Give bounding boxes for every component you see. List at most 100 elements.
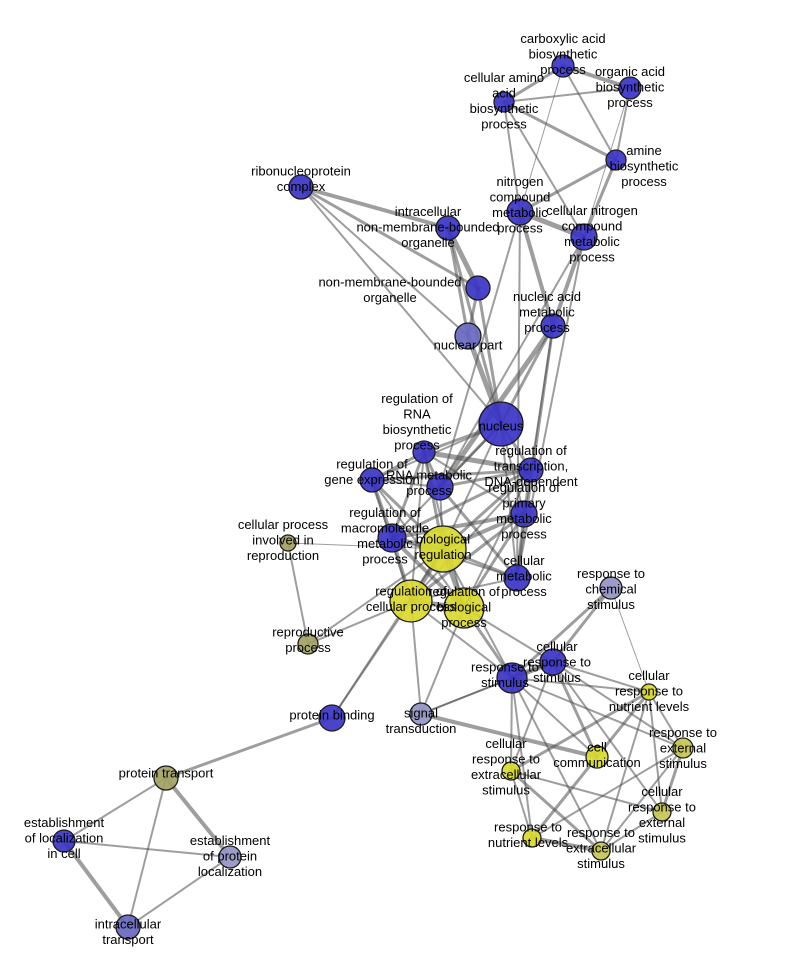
node-label: nutrient levels [609,699,690,714]
node-label: regulation of [349,505,421,520]
graph-node[interactable] [465,275,491,301]
graph-edge [390,468,533,540]
node-label: process [569,250,615,265]
graph-edge [600,691,650,852]
node-label: protein transport [119,765,214,780]
graph-node[interactable] [426,473,454,501]
node-label: metabolic [564,234,620,249]
graph-node[interactable] [115,914,141,940]
graph-node[interactable] [52,829,76,853]
node-label: acid [492,86,516,101]
graph-node[interactable] [496,662,528,694]
node-label: non-membrane-bounded [356,219,499,234]
node-label: biosynthetic [610,158,679,173]
graph-edge [511,677,598,758]
node-label: biosynthetic [470,101,539,116]
graph-edge [503,101,521,213]
node-label: of protein [203,848,257,863]
graph-node[interactable] [618,76,642,100]
node-label: biosynthetic [596,79,665,94]
node-label: nuclear part [434,337,503,352]
node-label: metabolic [496,511,552,526]
node-label: biological [416,532,470,547]
node-label: gene expression [324,472,419,487]
node-label: macromolecule [341,521,429,536]
graph-node[interactable] [551,54,575,78]
graph-node[interactable] [297,633,319,655]
graph-edge [370,468,533,482]
node-label: regulation of [428,584,500,599]
node-label: cellular amino [464,70,544,85]
node-label: establishment [190,833,271,848]
graph-edge [421,449,534,473]
graph-node[interactable] [540,313,566,339]
graph-node[interactable] [570,223,598,251]
node-label: intracellular [395,204,462,219]
node-label: protein binding [289,707,374,722]
node-label: compound [562,219,623,234]
graph-node[interactable] [506,198,534,226]
node-label: transcription, [494,458,568,473]
node-label: DNA-dependent [484,474,578,489]
graph-node[interactable] [501,761,521,781]
graph-node[interactable] [585,745,609,769]
graph-node[interactable] [359,467,385,493]
graph-edge [509,769,603,853]
graph-node[interactable] [288,174,314,200]
graph-edge [420,661,554,715]
graph-node[interactable] [454,322,482,350]
node-label: localization [198,864,262,879]
graph-edge [511,677,602,852]
graph-node[interactable] [153,765,179,791]
graph-node[interactable] [279,534,297,552]
graph-node[interactable] [518,457,544,483]
node-label: stimulus [577,856,625,871]
graph-node[interactable] [218,845,242,869]
graph-node[interactable] [599,576,623,600]
graph-node[interactable] [412,440,436,464]
graph-node[interactable] [478,401,524,447]
graph-node[interactable] [522,828,542,848]
node-label: carboxylic acid [520,31,605,46]
graph-node[interactable] [409,702,433,726]
graph-node[interactable] [389,579,433,623]
graph-edge [500,423,518,579]
node-label: process [406,483,452,498]
node-label: metabolic [357,536,413,551]
node-label: metabolic [492,205,548,220]
node-label: regulation of [381,391,453,406]
node-label: primary [502,496,546,511]
graph-edge [307,548,444,645]
graph-node[interactable] [493,91,515,113]
graph-node[interactable] [318,704,346,732]
graph-node[interactable] [419,525,467,573]
graph-node[interactable] [503,564,531,592]
node-label: nitrogen [497,174,544,189]
graph-node[interactable] [591,841,611,861]
node-label: cellular process [238,517,329,532]
graph-node[interactable] [605,149,627,171]
graph-node[interactable] [435,215,461,241]
graph-node[interactable] [443,587,485,629]
graph-edge [510,586,613,680]
graph-node[interactable] [652,802,672,822]
graph-edge [164,776,232,859]
graph-edge [439,236,585,488]
graph-node[interactable] [640,683,658,701]
graph-edge [510,770,663,813]
graph-edge [331,600,412,719]
node-label: process [394,438,440,453]
node-label: process [501,584,547,599]
graph-edge [299,185,480,290]
graph-node[interactable] [672,737,694,759]
node-label: of localization [25,830,104,845]
node-label: response to [615,683,683,698]
graph-node[interactable] [510,500,538,528]
graph-node[interactable] [377,523,407,553]
node-label: compound [490,190,551,205]
graph-node[interactable] [539,648,567,676]
graph-edge [509,690,651,773]
graph-edge [552,661,650,693]
graph-edge [63,777,167,842]
node-label: cell [587,740,607,755]
